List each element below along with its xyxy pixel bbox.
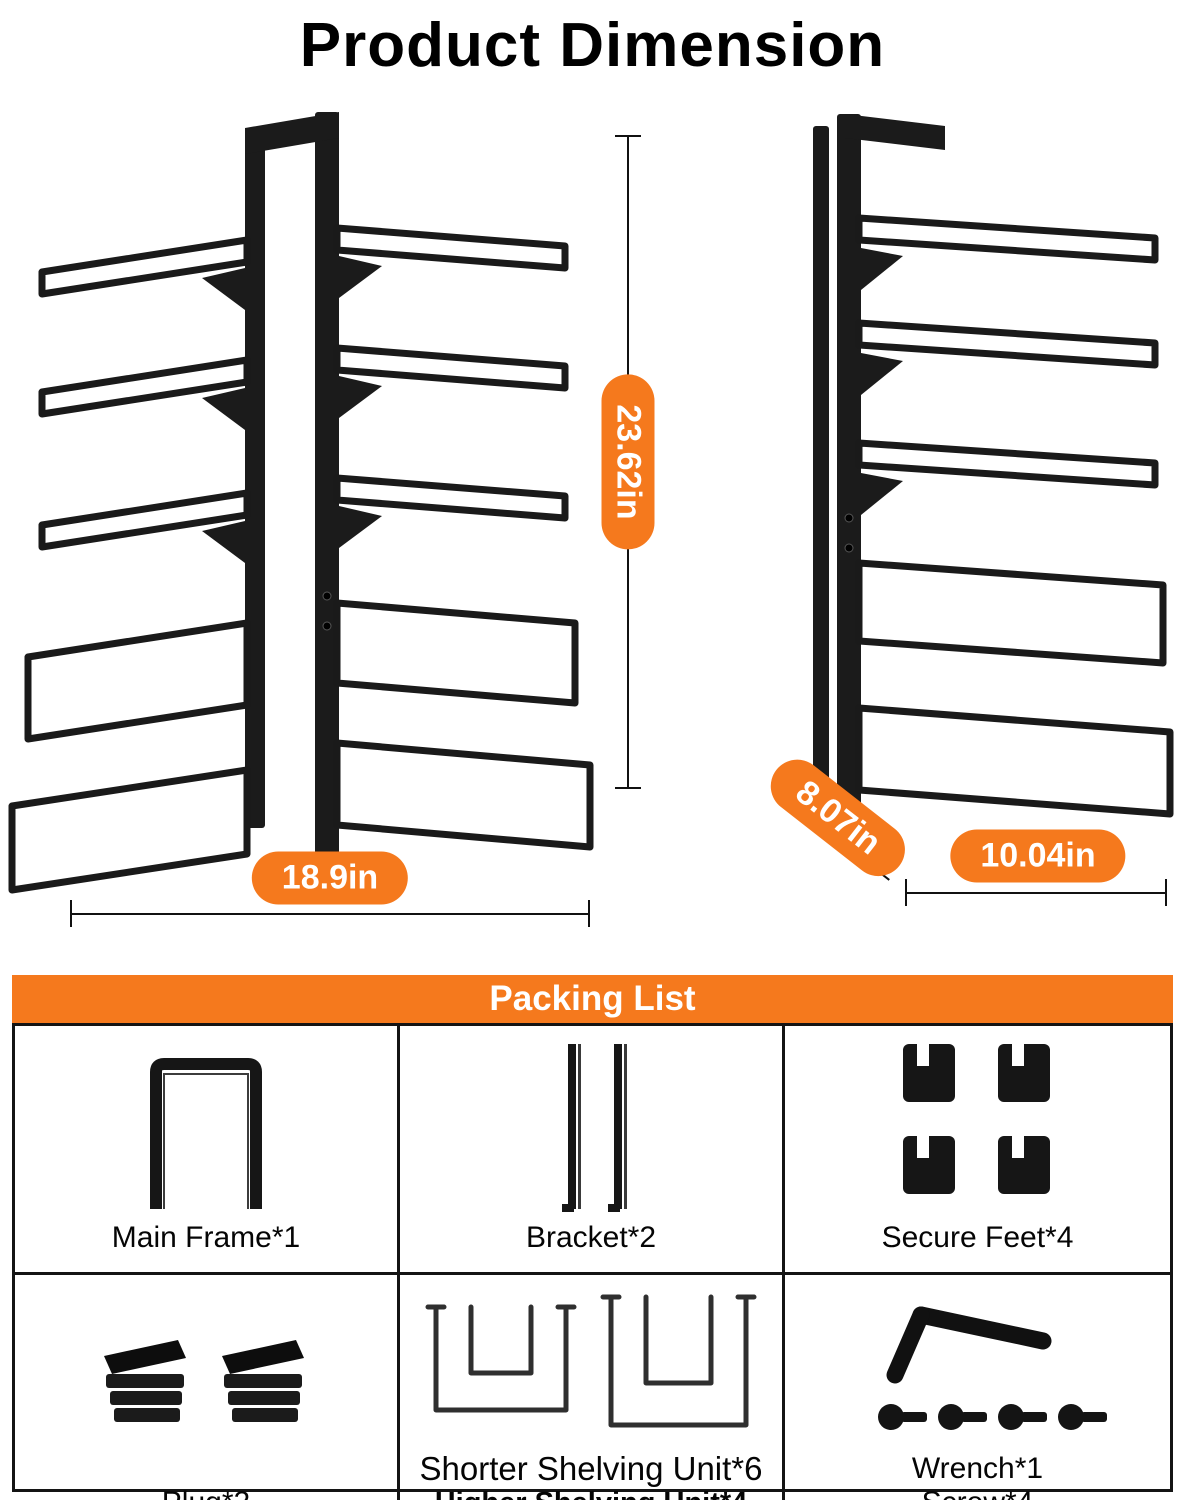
- height-dim-label: 23.62in: [601, 374, 655, 550]
- side-width-dim-label: 10.04in: [950, 829, 1126, 883]
- packing-list-header: Packing List: [12, 975, 1173, 1023]
- width-dim-tick-left: [70, 900, 72, 927]
- bracket-icon: [562, 1044, 627, 1212]
- height-dim-tick-bottom: [615, 787, 641, 789]
- width-dim-label: 18.9in: [251, 851, 409, 905]
- packing-item-bracket: Bracket*2: [400, 1026, 785, 1275]
- main-rack-illustration: [0, 98, 610, 948]
- pot-rack-8-tier-icon: [8, 112, 594, 894]
- packing-item-secure-feet: Secure Feet*4: [785, 1026, 1170, 1275]
- packing-item-label: Bracket*2: [525, 1221, 657, 1254]
- side-rack-illustration: [795, 98, 1180, 888]
- packing-item-label-2: Higher Shelving Unit*4: [435, 1487, 748, 1500]
- packing-item-label: Secure Feet*4: [881, 1221, 1074, 1254]
- page-title: Product Dimension: [299, 11, 886, 80]
- packing-item-label: Shorter Shelving Unit*6: [419, 1449, 763, 1487]
- packing-list-table: Main Frame*1 Bracket*2: [12, 1023, 1173, 1500]
- width-dim-tick-right: [588, 900, 590, 927]
- packing-item-plug: Plug*2: [15, 1274, 400, 1500]
- side-width-dim-line: [905, 892, 1167, 894]
- main-frame-icon: [150, 1057, 262, 1209]
- pot-rack-5-tier-icon: [813, 114, 1174, 850]
- shelving-unit-icon: [425, 1294, 757, 1427]
- packing-item-label-2: Screw*4: [922, 1486, 1034, 1500]
- side-width-dim-tick-right: [1165, 879, 1167, 906]
- packing-item-wrench-screw: Wrench*1 Screw*4: [785, 1275, 1170, 1500]
- secure-feet-icon: [902, 1044, 1050, 1194]
- packing-item-main-frame: Main Frame*1: [15, 1026, 400, 1275]
- wrench-screw-icon: [877, 1306, 1107, 1431]
- width-dim-line: [70, 913, 590, 915]
- packing-item-label: Wrench*1: [911, 1451, 1044, 1485]
- height-dim-tick-top: [615, 135, 641, 137]
- side-width-dim-tick-left: [905, 879, 907, 906]
- packing-item-shelving-unit: Shorter Shelving Unit*6 Higher Shelving …: [400, 1274, 785, 1500]
- packing-item-label: Main Frame*1: [111, 1221, 301, 1254]
- plug-icon: [104, 1339, 304, 1422]
- packing-item-label: Plug*2: [162, 1486, 250, 1500]
